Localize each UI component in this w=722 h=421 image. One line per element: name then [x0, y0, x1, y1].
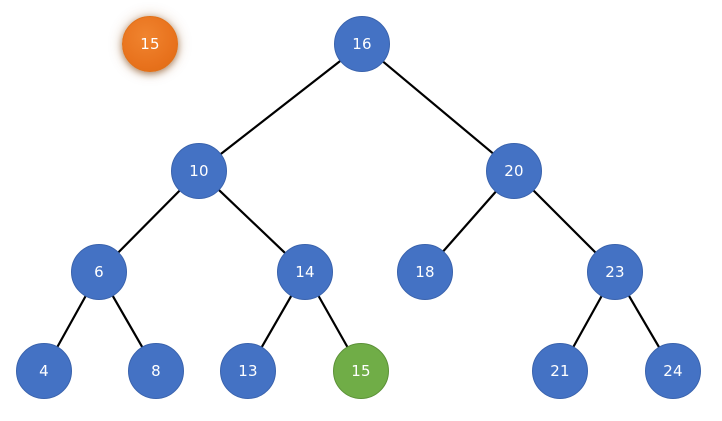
node-label: 23 — [605, 262, 625, 281]
tree-edge — [116, 188, 182, 255]
tree-edge — [441, 189, 498, 254]
tree-node-14[interactable]: 14 — [277, 244, 333, 300]
tree-edge — [110, 293, 145, 350]
tree-node-8[interactable]: 8 — [128, 343, 184, 399]
tree-edge — [259, 293, 294, 350]
tree-edge — [627, 293, 661, 350]
tree-node-20[interactable]: 20 — [486, 143, 542, 199]
node-label: 16 — [352, 34, 372, 53]
tree-node-24[interactable]: 24 — [645, 343, 701, 399]
node-label: 13 — [238, 361, 258, 380]
tree-edge — [316, 293, 350, 350]
tree-edge — [216, 187, 288, 256]
node-label: 15 — [351, 361, 371, 380]
node-label: 4 — [39, 361, 49, 380]
tree-edge — [380, 59, 496, 156]
node-label: 10 — [189, 161, 209, 180]
tree-edge — [531, 188, 598, 255]
node-label: 24 — [663, 361, 683, 380]
tree-node-21[interactable]: 21 — [532, 343, 588, 399]
floating-node-15[interactable]: 15 — [122, 16, 178, 72]
tree-node-15[interactable]: 15 — [333, 343, 389, 399]
tree-node-10[interactable]: 10 — [171, 143, 227, 199]
tree-node-23[interactable]: 23 — [587, 244, 643, 300]
node-label: 15 — [140, 34, 160, 53]
node-label: 6 — [94, 262, 104, 281]
tree-node-16[interactable]: 16 — [334, 16, 390, 72]
tree-node-6[interactable]: 6 — [71, 244, 127, 300]
node-label: 21 — [550, 361, 570, 380]
node-label: 8 — [151, 361, 161, 380]
node-label: 14 — [295, 262, 315, 281]
node-label: 18 — [415, 262, 435, 281]
tree-node-13[interactable]: 13 — [220, 343, 276, 399]
tree-edge — [218, 58, 343, 157]
tree-node-18[interactable]: 18 — [397, 244, 453, 300]
tree-edge — [55, 293, 88, 350]
node-label: 20 — [504, 161, 524, 180]
tree-edge — [571, 293, 604, 350]
tree-node-4[interactable]: 4 — [16, 343, 72, 399]
